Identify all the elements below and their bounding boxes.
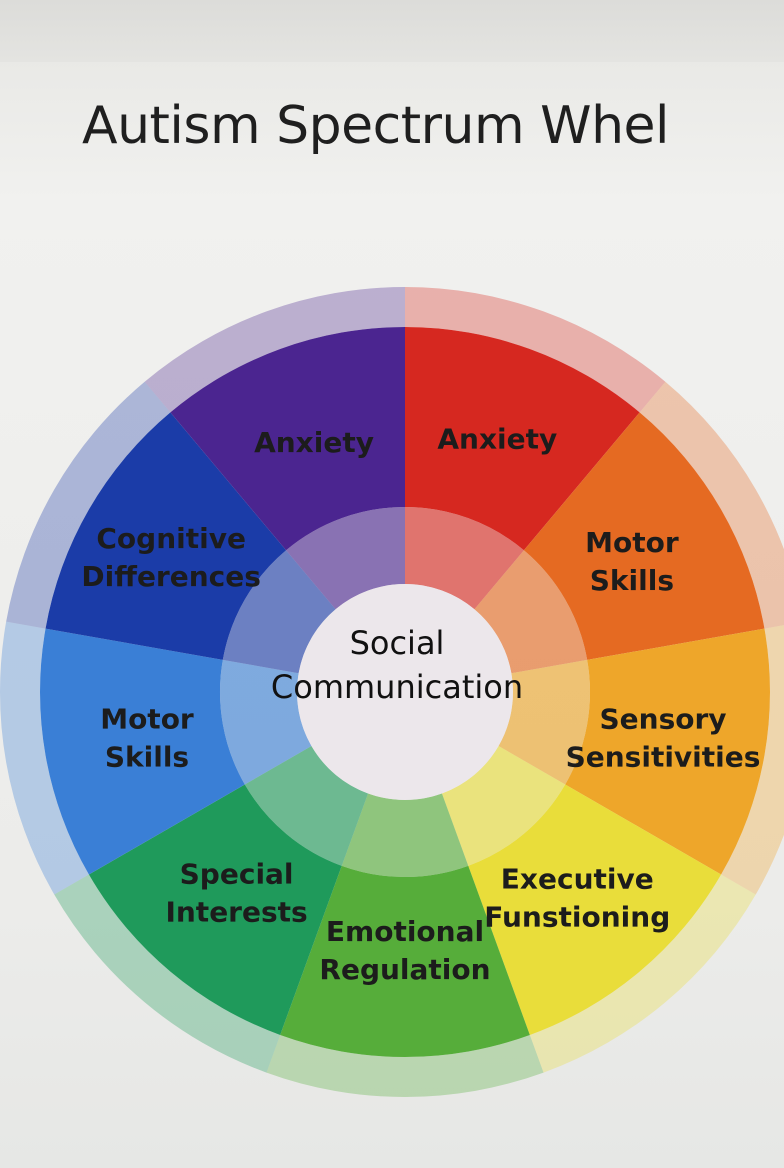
segment-label-line: Interests <box>165 896 307 929</box>
segment-label-line: Motor <box>100 702 194 735</box>
outer-ring <box>0 287 784 1097</box>
segment-label: Anxiety <box>437 422 557 455</box>
segment-label-line: Anxiety <box>254 426 374 459</box>
inner-ring-segment <box>220 659 312 785</box>
segment-label-line: Anxiety <box>437 422 557 455</box>
center-label-line: Social <box>350 624 445 662</box>
outer-ring-segment <box>6 381 171 629</box>
segment-label-line: Motor <box>585 526 679 559</box>
outer-ring-segment <box>0 621 89 895</box>
outer-ring-segment <box>266 1034 544 1097</box>
segment-label-line: Sensitivities <box>566 740 761 773</box>
segment-label-line: Differences <box>81 560 261 593</box>
outer-ring-segment <box>405 287 666 413</box>
segment-label-line: Special <box>180 858 294 891</box>
inner-ring-segment <box>474 550 588 674</box>
segment-label-line: Funstioning <box>484 900 670 933</box>
segment-label: Anxiety <box>254 426 374 459</box>
segment-label-line: Emotional <box>326 915 484 948</box>
main-ring <box>39 327 770 1057</box>
inner-ring-segment <box>405 507 524 610</box>
wheel-segment <box>170 327 405 551</box>
inner-ring-segment <box>286 507 405 610</box>
segment-label-line: Sensory <box>599 702 726 735</box>
wheel-segment <box>45 412 287 660</box>
inner-ring <box>220 507 591 878</box>
segment-label-line: Cognitive <box>96 522 246 555</box>
center-label-line: Communication <box>271 668 523 706</box>
wheel-segment <box>565 628 770 875</box>
segment-label-line: Executive <box>501 862 654 895</box>
inner-ring-segment <box>498 659 591 785</box>
wheel-segment <box>280 865 530 1057</box>
outer-ring-segment <box>144 287 405 413</box>
inner-ring-segment <box>341 793 469 878</box>
outer-ring-segment <box>721 625 784 895</box>
segment-label-line: Regulation <box>319 953 490 986</box>
outer-ring-segment <box>529 874 756 1073</box>
wheel-segment <box>88 784 342 1035</box>
segment-label-line: Skills <box>590 564 674 597</box>
inner-ring-segment <box>222 550 336 674</box>
segment-label-line: Skills <box>105 740 189 773</box>
wheel-segment <box>405 327 640 551</box>
page-title: Autism Spectrum Whel <box>82 96 669 156</box>
paper-top-shadow <box>0 0 784 62</box>
inner-ring-segment <box>244 746 369 866</box>
wheel-segment <box>39 628 245 875</box>
wheel-segment <box>523 412 765 660</box>
wheel-segment <box>468 784 722 1035</box>
center-hub <box>297 584 513 800</box>
inner-ring-segment <box>441 746 566 866</box>
outer-ring-segment <box>54 874 281 1073</box>
outer-ring-segment <box>639 381 784 629</box>
